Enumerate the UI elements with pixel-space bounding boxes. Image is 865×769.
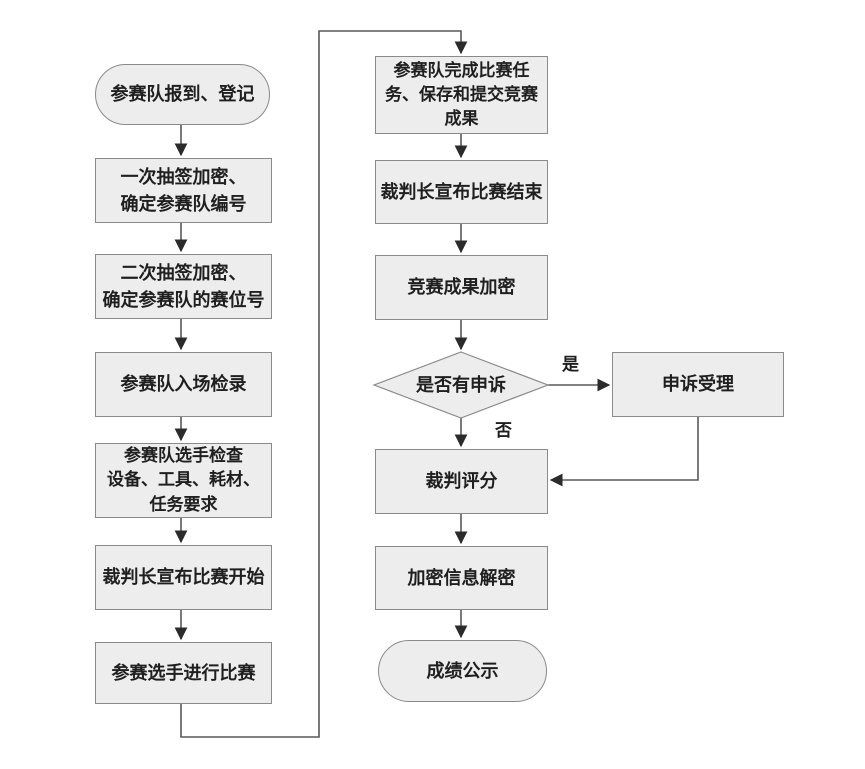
flow-node-check-in: 参赛队入场检录 — [95, 352, 272, 417]
edge-label-no: 否 — [493, 416, 514, 441]
flow-node-judge-score: 裁判评分 — [375, 449, 548, 514]
decision-diamond-shape — [372, 351, 550, 419]
flow-node-first-draw: 一次抽签加密、 确定参赛队编号 — [95, 158, 272, 223]
flow-node-finish-submit: 参赛队完成比赛任 务、保存和提交竞赛 成果 — [375, 56, 548, 134]
flow-node-inspect-equipment: 参赛队选手检查 设备、工具、耗材、 任务要求 — [95, 443, 272, 518]
flow-node-encrypt-results: 竞赛成果加密 — [375, 255, 548, 320]
flow-node-announce-start: 裁判长宣布比赛开始 — [95, 545, 272, 610]
flow-node-publish-results: 成绩公示 — [378, 640, 547, 702]
flow-node-announce-end: 裁判长宣布比赛结束 — [375, 160, 548, 224]
edge-label-yes: 是 — [560, 350, 581, 375]
flow-node-appeal-accept: 申诉受理 — [612, 352, 784, 417]
flow-node-decrypt-info: 加密信息解密 — [375, 546, 548, 610]
flow-node-compete: 参赛选手进行比赛 — [95, 642, 272, 704]
flow-node-appeal-decision: 是否有申诉 — [416, 374, 506, 396]
flow-node-start: 参赛队报到、登记 — [95, 64, 270, 125]
flow-node-second-draw: 二次抽签加密、 确定参赛队的赛位号 — [95, 254, 272, 319]
